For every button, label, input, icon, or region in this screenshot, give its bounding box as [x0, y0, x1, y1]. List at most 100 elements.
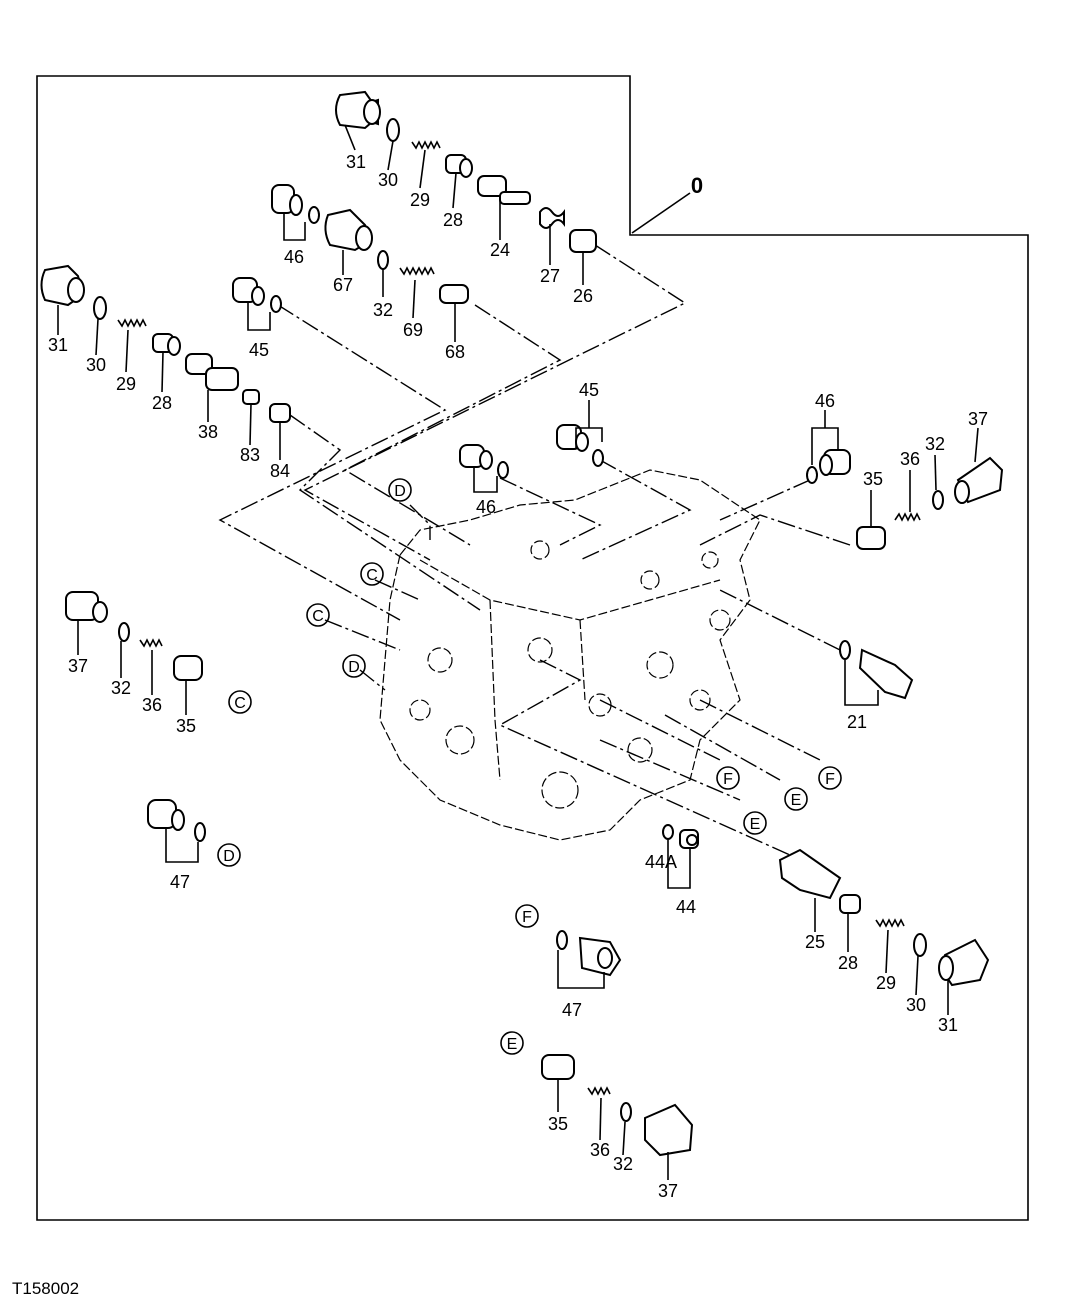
svg-text:E: E — [507, 1036, 518, 1053]
callout-35: 35 — [176, 716, 196, 736]
callout-32: 32 — [373, 300, 393, 320]
part-spring-36-bottom — [587, 1086, 611, 1096]
ref-marker-e: E — [743, 811, 767, 835]
part-spool-25 — [778, 848, 842, 900]
part-piston-68 — [439, 284, 469, 304]
callout-44: 44 — [676, 897, 696, 917]
part-plug-46-right — [819, 449, 851, 476]
callout-21: 21 — [847, 712, 867, 732]
callout-25: 25 — [805, 932, 825, 952]
callout-38: 38 — [198, 422, 218, 442]
callout-46: 46 — [476, 497, 496, 517]
part-cap-35-bottom — [541, 1054, 575, 1080]
assembly-label: 0 — [691, 173, 703, 198]
part-seat-28-bottom — [839, 894, 861, 914]
callout-67: 67 — [333, 275, 353, 295]
installation-lines — [218, 244, 851, 856]
callout-37: 37 — [968, 409, 988, 429]
callout-30: 30 — [378, 170, 398, 190]
part-plug-67 — [324, 208, 373, 252]
callout-46: 46 — [815, 391, 835, 411]
part-spring-36-left — [139, 638, 163, 648]
part-spool-38 — [185, 353, 239, 391]
part-ring-46-top — [308, 206, 320, 224]
ref-marker-c: C — [306, 603, 330, 627]
part-ring-45-right — [592, 449, 604, 467]
svg-text:C: C — [366, 567, 378, 584]
part-ring-45-top — [270, 295, 282, 313]
part-plug-46-top — [271, 184, 303, 216]
callout-36: 36 — [142, 695, 162, 715]
part-ring-21 — [839, 640, 851, 660]
callout-35: 35 — [548, 1114, 568, 1134]
part-plug-45-top — [232, 277, 265, 306]
svg-text:F: F — [825, 771, 835, 788]
part-ring-32-left — [118, 622, 130, 642]
ref-marker-f: F — [716, 766, 740, 790]
callout-30: 30 — [906, 995, 926, 1015]
part-spring-27 — [539, 207, 565, 229]
callout-28: 28 — [152, 393, 172, 413]
ref-marker-d: D — [388, 478, 412, 502]
part-ring-46-mid — [497, 461, 509, 479]
callout-36: 36 — [590, 1140, 610, 1160]
callout-83: 83 — [240, 445, 260, 465]
svg-text:D: D — [348, 659, 360, 676]
svg-text:D: D — [394, 483, 406, 500]
callout-37: 37 — [658, 1181, 678, 1201]
part-plug-47-left — [147, 799, 185, 831]
part-plug-21 — [858, 648, 914, 700]
part-spool-24 — [477, 175, 531, 205]
svg-text:E: E — [791, 792, 802, 809]
part-spring-29-top — [411, 140, 441, 150]
ref-marker-f: F — [818, 766, 842, 790]
ref-marker-c: C — [360, 562, 384, 586]
ref-marker-e: E — [500, 1031, 524, 1055]
callout-29: 29 — [410, 190, 430, 210]
callout-44A: 44A — [645, 852, 677, 872]
svg-text:F: F — [723, 771, 733, 788]
callout-27: 27 — [540, 266, 560, 286]
callout-45: 45 — [249, 340, 269, 360]
figure-id: T158002 — [12, 1279, 80, 1298]
callout-69: 69 — [403, 320, 423, 340]
callout-31: 31 — [346, 152, 366, 172]
part-ring-44A — [662, 824, 674, 840]
part-seat-83 — [242, 389, 260, 405]
ref-marker-d: D — [342, 654, 366, 678]
part-seat-28-left — [152, 333, 181, 356]
callout-28: 28 — [838, 953, 858, 973]
part-cap-26 — [569, 229, 597, 253]
callout-37: 37 — [68, 656, 88, 676]
callout-32: 32 — [613, 1154, 633, 1174]
callout-26: 26 — [573, 286, 593, 306]
assembly-boundary — [36, 75, 1029, 1221]
ref-marker-f: F — [515, 904, 539, 928]
part-plug-47-bottom — [578, 936, 622, 977]
callout-32: 32 — [111, 678, 131, 698]
callout-36: 36 — [900, 449, 920, 469]
svg-text:E: E — [750, 816, 761, 833]
part-ring-32-top — [377, 250, 389, 270]
callout-29: 29 — [116, 374, 136, 394]
part-spring-29-left — [117, 318, 147, 328]
part-plug-31-bottom — [938, 938, 990, 987]
callout-32: 32 — [925, 434, 945, 454]
svg-text:C: C — [312, 608, 324, 625]
part-spring-36-right — [894, 512, 921, 522]
part-cap-35-right — [856, 526, 886, 550]
ref-marker-e: E — [784, 787, 808, 811]
svg-text:D: D — [223, 848, 235, 865]
svg-text:F: F — [522, 909, 532, 926]
part-plug-84 — [269, 403, 291, 423]
part-callouts: 31 30 29 28 24 27 26 46 67 32 69 68 45 3… — [48, 152, 988, 1201]
reference-markers: D C C D C D F E — [217, 478, 842, 1055]
part-ring-46-right — [806, 466, 818, 484]
part-spring-69 — [399, 266, 435, 276]
callout-30: 30 — [86, 355, 106, 375]
part-ring-32-bottom — [620, 1102, 632, 1122]
part-plug-37-right — [954, 456, 1004, 504]
part-plug-37-bottom — [644, 1103, 694, 1157]
svg-text:C: C — [234, 695, 246, 712]
part-ring-32-right — [932, 490, 944, 510]
